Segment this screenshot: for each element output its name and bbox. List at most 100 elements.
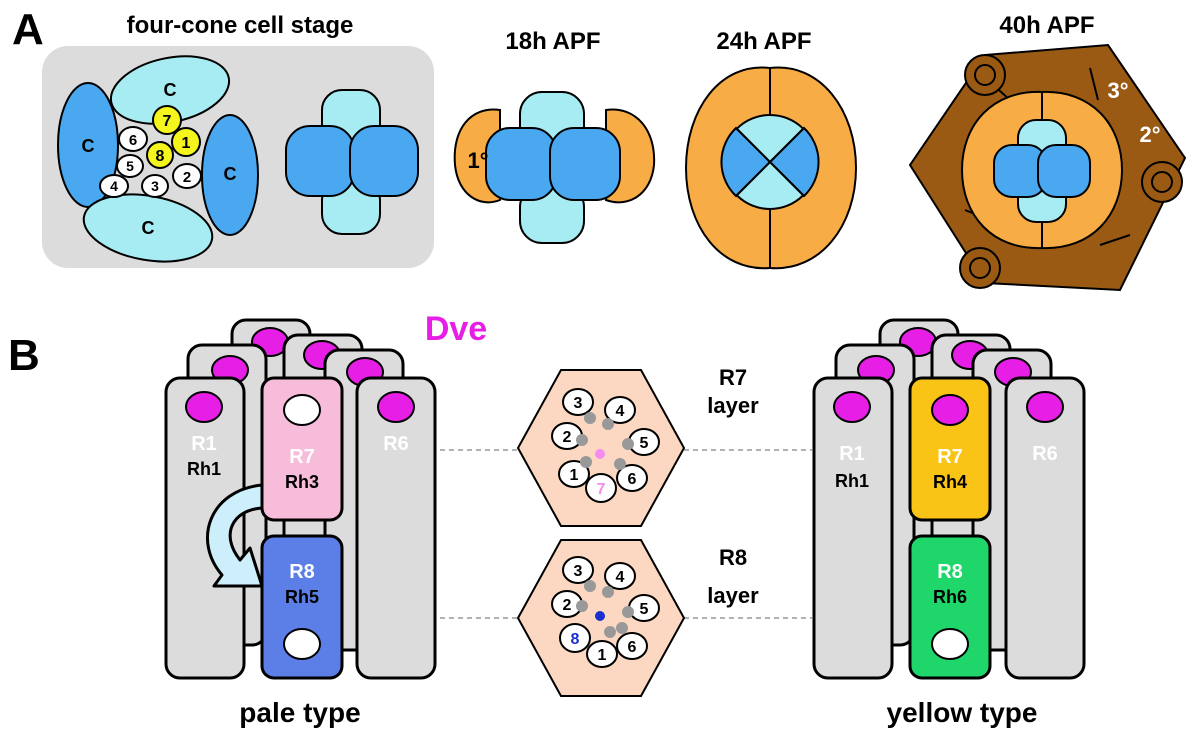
- yellow-rh1-label: Rh1: [835, 471, 869, 491]
- r8-num-4: 4: [616, 569, 625, 586]
- r8-layer-label-line2: layer: [707, 583, 759, 608]
- r8-rhabdomere-5: [622, 606, 634, 618]
- r8-num-6: 6: [628, 639, 637, 656]
- photoreceptor-5: [116, 154, 144, 178]
- cone-label-bottom: C: [142, 218, 155, 238]
- yellow-r7-label: R7: [937, 446, 963, 468]
- yellow-r6-label: R6: [1032, 443, 1058, 465]
- yellow-r8-cell: [908, 534, 992, 680]
- photoreceptor-8: [146, 141, 174, 169]
- pr-label-3: 3: [151, 178, 159, 194]
- yellow-r8-label: R8: [937, 561, 963, 583]
- r7-rhabdomere-7: [595, 449, 605, 459]
- pale-r1-label: R1: [191, 433, 217, 455]
- r7-layer-cell-7: [585, 473, 617, 503]
- pale-r1-cell: [164, 376, 246, 680]
- photoreceptor-2: [172, 163, 202, 189]
- pr-label-5: 5: [126, 158, 134, 174]
- photoreceptor-7: [152, 105, 182, 135]
- cone-label-right: C: [224, 164, 237, 184]
- pr-label-4: 4: [110, 178, 118, 194]
- r8-rhabdomere-2: [576, 600, 588, 612]
- yellow-rh6-label: Rh6: [933, 587, 967, 607]
- r7-layer-section: 3 4 2 5 1 6 7 R7 layer: [516, 365, 759, 527]
- stage-24h-title: 24h APF: [716, 28, 811, 55]
- four-cone-stage-title: four-cone cell stage: [127, 12, 354, 39]
- r8-rhabdomere-4: [602, 586, 614, 598]
- r7-layer-label-line2: layer: [707, 393, 759, 418]
- label-primary-18h: 1°: [467, 148, 488, 173]
- r7-rhabdomere-5: [622, 438, 634, 450]
- r7-num-4: 4: [616, 403, 625, 420]
- yellow-r1-label: R1: [839, 443, 865, 465]
- pale-rh3-label: Rh3: [285, 472, 319, 492]
- r8-num-2: 2: [563, 597, 572, 614]
- r7-rhabdomere-3: [584, 412, 596, 424]
- r8-layer-cell-3: [562, 556, 594, 584]
- r7-rhabdomere-2: [576, 434, 588, 446]
- cone-24h-divider-b: [735, 127, 805, 197]
- r8-rhabdomere-8: [595, 611, 605, 621]
- pale-r8-label: R8: [289, 561, 315, 583]
- r7-num-6: 6: [628, 471, 637, 488]
- cone-40h-right: [1037, 144, 1091, 198]
- signaling-arrow: [206, 483, 264, 588]
- cone-label-top: C: [164, 80, 177, 100]
- pale-r7-nucleus: [283, 394, 321, 426]
- r8-layer-label-line1: R8: [719, 545, 747, 570]
- yellow-r6-cell: [1004, 376, 1086, 680]
- r7-layer-cell-3: [562, 388, 594, 416]
- cone-24h-left-quadrant: [720, 126, 772, 198]
- pr-label-6: 6: [129, 132, 137, 149]
- pale-rh1-label: Rh1: [187, 459, 221, 479]
- stage-18h-title: 18h APF: [505, 28, 600, 55]
- panel-b-letter: B: [8, 331, 40, 380]
- bristle-core-1: [974, 64, 996, 86]
- r8-rhabdomere-3: [584, 580, 596, 592]
- lattice-border-1: [1089, 67, 1099, 101]
- yellow-r7-nucleus: [931, 394, 969, 426]
- yellow-r7-cell: [908, 376, 992, 522]
- r7-num-3: 3: [574, 395, 583, 412]
- pale-r1-nucleus: [185, 391, 223, 423]
- pr-label-7: 7: [163, 113, 172, 130]
- stage-18h: 18h APF 1°: [453, 28, 656, 244]
- yellow-r6-nucleus: [1026, 391, 1064, 423]
- pale-r8-cell: [260, 534, 344, 680]
- pr-label-8: 8: [156, 148, 165, 165]
- r7-layer-cell-4: [604, 396, 636, 424]
- r7-num-7: 7: [597, 481, 606, 498]
- yellow-r1-cell: [812, 376, 894, 680]
- r7-rhabdomere-4: [602, 418, 614, 430]
- r8-rhabdomere-6: [616, 622, 628, 634]
- cone-18h-left: [485, 127, 557, 201]
- yellow-rh4-label: Rh4: [933, 472, 967, 492]
- r7-num-5: 5: [640, 435, 649, 452]
- cone-cell-right: [201, 114, 259, 236]
- cluster-cone-right: [349, 125, 419, 197]
- label-tertiary: 3°: [1107, 78, 1128, 103]
- r7-layer-label-line1: R7: [719, 365, 747, 390]
- r8-num-3: 3: [574, 563, 583, 580]
- clustered-cone-cells: [285, 89, 419, 235]
- pale-r8-nucleus: [283, 628, 321, 660]
- stage-40h: 40h APF 3° 2°: [908, 12, 1187, 292]
- pale-r7-label: R7: [289, 446, 315, 468]
- pale-r6-cell: [355, 376, 437, 680]
- cone-24h-right-quadrant: [768, 126, 820, 198]
- stage-24h: 24h APF: [684, 28, 858, 270]
- pr-label-1: 1: [182, 135, 191, 152]
- photoreceptor-cluster: 7 1 6 8 5 2 4 3: [99, 105, 202, 198]
- r8-rhabdomere-1: [604, 626, 616, 638]
- lattice-border-2: [1099, 234, 1131, 246]
- label-secondary: 2°: [1139, 122, 1160, 147]
- bristle-core-3: [969, 257, 991, 279]
- yellow-r1-nucleus: [833, 391, 871, 423]
- yellow-ommatidium: R1 Rh1 R6 R7 Rh4 R8 Rh6 yellow type: [812, 318, 1086, 728]
- photoreceptor-3: [141, 174, 169, 198]
- r8-num-8: 8: [571, 631, 580, 648]
- pale-r7-cell: [260, 376, 344, 522]
- yellow-type-caption: yellow type: [887, 697, 1038, 728]
- pale-r6-nucleus: [377, 391, 415, 423]
